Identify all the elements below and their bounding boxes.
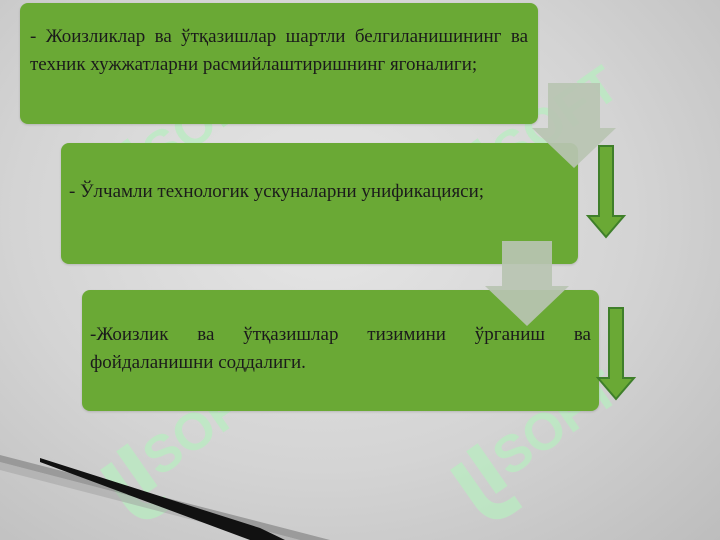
step-text-1: - Жоизликлар ва ўтқазишлар шартли белгил… <box>30 26 528 75</box>
green-arrow-down-icon-1 <box>585 145 627 239</box>
step-box-3: -Жоизлик ва ўтқазишлар тизимини ўрганиш … <box>82 290 599 411</box>
step-box-1: - Жоизликлар ва ўтқазишлар шартли белгил… <box>20 3 538 124</box>
step-text-3: -Жоизлик ва ўтқазишлар тизимини ўрганиш … <box>90 324 591 373</box>
green-arrow-down-icon-2 <box>595 307 637 401</box>
step-box-2: - Ўлчамли технологик ускуналарни унифика… <box>61 143 578 264</box>
step-text-2: - Ўлчамли технологик ускуналарни унифика… <box>69 181 485 202</box>
